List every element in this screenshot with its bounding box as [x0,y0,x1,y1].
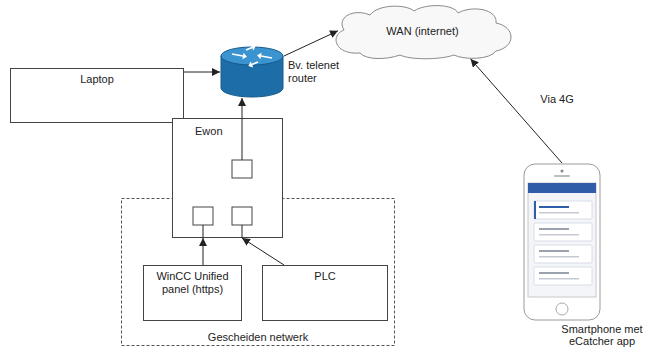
node-text: Ewon [195,125,282,138]
card-line [539,212,579,214]
app-header [528,183,596,193]
app-card [534,267,592,285]
card-line [539,278,579,280]
router-top [221,47,283,65]
phone-screen [528,183,596,297]
connector [471,59,562,163]
card-line [539,256,579,258]
router-arrowhead [251,45,256,51]
phone-camera [561,170,564,173]
connector [242,98,243,118]
node-text: Smartphone met eCatcher app [559,323,645,347]
node-text: Bv. telenet router [288,59,348,85]
port-wire [242,118,243,160]
phone-body [524,164,600,320]
panel-box: WinCC Unified panel (https) [143,265,242,321]
card-line [539,228,569,230]
phone-speaker [554,175,570,177]
ewon-ports [172,118,283,238]
dashed-border [122,199,395,346]
port-square [232,160,252,178]
port-square [193,207,213,225]
connector [184,72,220,73]
card-line [539,234,579,236]
smartphone: Smartphone met eCatcher app [523,163,601,321]
router-arrowhead [248,62,253,68]
router-arrow [246,48,252,51]
router-icon [220,44,284,98]
edge-label: Via 4G [538,93,575,106]
port-wire [203,225,204,238]
plc-box: PLC [262,265,388,321]
card-line [539,272,569,274]
connector [242,238,284,265]
router-arrow [232,54,243,56]
card-line [539,250,569,252]
phone-home-button [556,303,568,315]
connector [203,238,204,265]
port-square [232,207,252,225]
app-card [534,245,592,263]
app-card [534,201,592,219]
app-card [534,223,592,241]
wan-cloud: WAN (internet) [330,3,515,61]
node-text: WinCC Unified panel (https) [149,270,236,296]
node-text: PLC [314,270,335,283]
node-text: Laptop [80,73,114,86]
card-line [539,206,569,208]
card-accent [534,201,536,219]
router-arrowhead [242,53,247,59]
router-arrow [252,62,258,65]
laptop-box: Laptop [10,68,184,123]
router-arrowhead [257,53,262,59]
port-wire [242,225,243,238]
smartphone-icon [523,163,601,321]
node-text: Gescheiden netwerk [121,331,395,344]
connector [284,31,338,56]
router-arrow [261,56,272,58]
router-node: Bv. telenet router [220,44,284,98]
node-text: WAN (internet) [330,25,515,38]
ewon-box: Ewon [172,118,283,238]
